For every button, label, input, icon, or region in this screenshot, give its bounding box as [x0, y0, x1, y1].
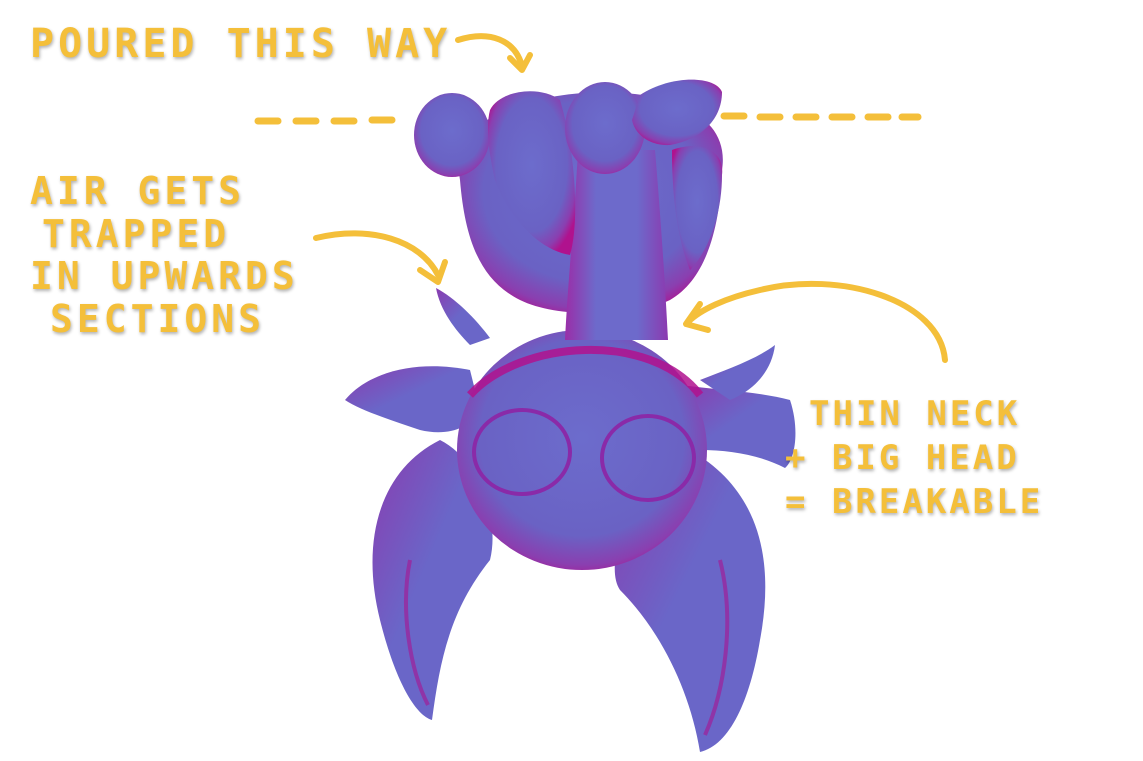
poured-direction-arrow: [455, 33, 525, 69]
left-horn: [436, 288, 490, 345]
air-line-4: SECTIONS: [50, 296, 266, 341]
air-line-3: IN UPWARDS: [30, 254, 299, 299]
hand-lobe-right: [672, 146, 723, 270]
right-belly-bump: [600, 414, 696, 502]
annotation-poured-this-way: POURED THIS WAY: [30, 21, 452, 67]
neck-line-2: + BIG HEAD: [785, 438, 1020, 479]
center-top-lobe: [565, 82, 645, 174]
thin-neck-arrow: [685, 280, 948, 363]
neck-line-1: THIN NECK: [809, 394, 1021, 434]
right-horn: [700, 345, 775, 400]
left-top-lobe: [414, 93, 490, 177]
air-line-1: AIR GETS: [30, 169, 246, 213]
pour-level-dashed-line: [254, 112, 922, 125]
neck-line-3: = BREAKABLE: [785, 482, 1044, 523]
annotation-thin-neck: THIN NECK + BIG HEAD = BREAKABLE: [785, 392, 1043, 525]
thin-neck: [565, 150, 668, 340]
left-belly-bump: [472, 408, 572, 496]
annotation-air-trapped: AIR GETS TRAPPED IN UPWARDS SECTIONS: [30, 170, 299, 340]
hand-lobe-left: [487, 91, 576, 255]
left-lower-fin: [372, 440, 493, 720]
air-trapped-arrow: [313, 230, 441, 278]
right-wing: [680, 385, 796, 468]
main-body-sphere: [457, 330, 707, 570]
air-line-2: TRAPPED: [42, 211, 231, 256]
left-wing: [345, 366, 480, 433]
right-top-lobe: [632, 79, 722, 146]
